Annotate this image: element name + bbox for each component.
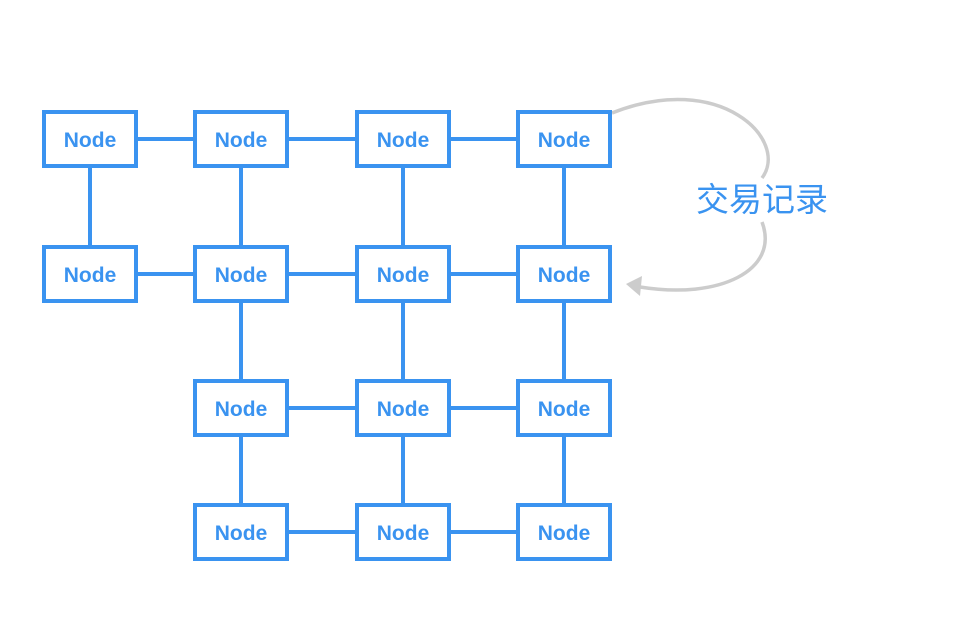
node-label: Node	[377, 522, 430, 545]
node-r2-c3: Node	[516, 379, 612, 437]
node-r1-c1: Node	[193, 245, 289, 303]
node-label: Node	[538, 398, 591, 421]
node-r3-c1: Node	[193, 503, 289, 561]
loop-arrowhead-icon	[626, 276, 642, 296]
node-label: Node	[215, 264, 268, 287]
node-box	[193, 245, 289, 303]
node-r3-c2: Node	[355, 503, 451, 561]
loop-arrow-arc	[611, 97, 770, 292]
transaction-loop: 交易记录	[611, 97, 828, 296]
node-box	[355, 245, 451, 303]
node-r1-c2: Node	[355, 245, 451, 303]
node-label: Node	[64, 129, 117, 152]
node-box	[355, 379, 451, 437]
node-label: Node	[377, 129, 430, 152]
loop-label: 交易记录	[696, 180, 828, 219]
node-box	[42, 245, 138, 303]
node-box	[516, 379, 612, 437]
node-box	[193, 379, 289, 437]
node-box	[355, 110, 451, 168]
node-box	[516, 503, 612, 561]
node-r3-c3: Node	[516, 503, 612, 561]
node-r0-c0: Node	[42, 110, 138, 168]
node-r0-c3: Node	[516, 110, 612, 168]
node-box	[516, 110, 612, 168]
edges-layer	[88, 137, 566, 534]
node-box	[355, 503, 451, 561]
node-box	[42, 110, 138, 168]
node-r1-c3: Node	[516, 245, 612, 303]
node-r2-c1: Node	[193, 379, 289, 437]
node-label: Node	[377, 264, 430, 287]
node-label: Node	[215, 129, 268, 152]
node-label: Node	[215, 398, 268, 421]
node-r2-c2: Node	[355, 379, 451, 437]
node-label: Node	[538, 129, 591, 152]
node-label: Node	[377, 398, 430, 421]
node-label: Node	[215, 522, 268, 545]
node-box	[516, 245, 612, 303]
node-label: Node	[538, 522, 591, 545]
node-label: Node	[64, 264, 117, 287]
node-r0-c1: Node	[193, 110, 289, 168]
node-r0-c2: Node	[355, 110, 451, 168]
node-r1-c0: Node	[42, 245, 138, 303]
node-label: Node	[538, 264, 591, 287]
node-box	[193, 503, 289, 561]
node-box	[193, 110, 289, 168]
